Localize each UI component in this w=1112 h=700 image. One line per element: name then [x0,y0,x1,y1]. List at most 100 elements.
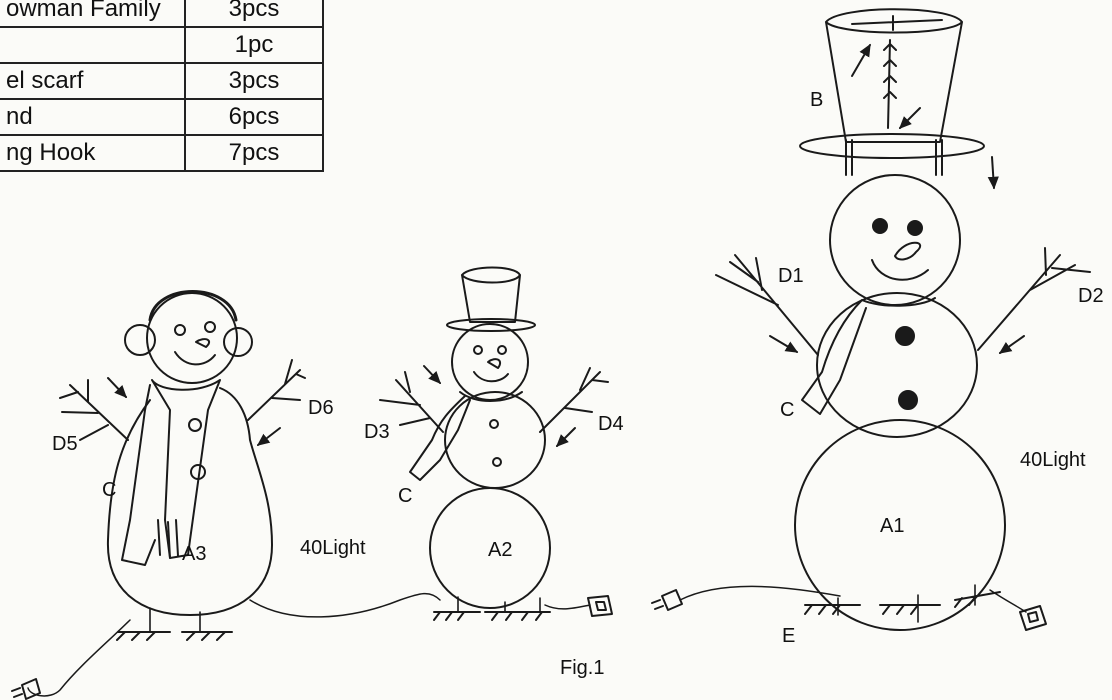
arrow-icon [770,336,799,352]
mouth [872,260,928,280]
button [493,458,501,466]
hat-brim-a2 [447,319,535,331]
mouth [175,352,215,364]
label-a2: A2 [488,539,513,561]
snowman-a2-middle [445,392,545,488]
cord-a3-a2 [250,594,440,617]
arrow-icon [108,378,126,399]
stake [458,597,540,612]
part-name: nd [0,98,186,136]
earmuff-band [150,292,236,321]
eye [175,325,185,335]
socket-a1 [1020,606,1046,630]
arrow-icon [987,157,999,190]
part-qty: 3pcs [184,0,324,28]
plug-a3 [12,679,40,699]
parts-table: owman Family 3pcs 1pc el scarf 3pcs nd 6… [0,0,324,172]
label-d2: D2 [1078,285,1104,307]
plug-a1 [652,590,682,610]
arrow-icon [557,428,575,446]
arm-d6 [248,360,305,420]
part-name: ng Hook [0,134,186,172]
arm-d4 [540,368,608,432]
scarf-fringe [158,520,178,558]
ground-a1 [805,592,1000,614]
part-qty: 1pc [184,26,324,64]
snowman-a2 [380,268,612,621]
cord-a2 [545,605,590,609]
ground-a2 [434,612,550,620]
label-d3: D3 [364,421,390,443]
earmuff-right [224,328,252,356]
label-40light-left: 40Light [300,537,366,559]
earmuff-left [125,325,155,355]
arm-d2 [978,248,1090,350]
nose [196,339,209,347]
label-d6: D6 [308,397,334,419]
table-row: owman Family 3pcs [0,0,324,28]
table-row: nd 6pcs [0,98,324,136]
snowman-a3 [12,292,440,700]
part-qty: 7pcs [184,134,324,172]
label-a3: A3 [182,543,207,565]
label-d1: D1 [778,265,804,287]
part-qty: 3pcs [184,62,324,100]
eye [205,322,215,332]
snowman-a1-middle [817,293,977,437]
arm-d3 [380,372,443,432]
label-a1: A1 [880,515,905,537]
button [191,465,205,479]
top-hat-a2 [462,268,520,323]
arm-d5 [60,380,128,440]
snowman-a2-head [452,324,528,400]
button [189,419,201,431]
cord-a1-right [990,590,1026,612]
part-name: el scarf [0,62,186,100]
eye [873,219,887,233]
nose [895,243,920,260]
label-d5: D5 [52,433,78,455]
table-row: el scarf 3pcs [0,62,324,100]
arrow-icon [900,108,920,128]
arrow-icon [998,336,1024,353]
top-hat-b [826,9,962,142]
snowman-a1 [652,9,1090,630]
cord-a1 [680,586,840,600]
hat-brim-b [800,134,984,158]
part-qty: 6pcs [184,98,324,136]
part-name: owman Family [0,0,186,28]
arrow-icon [256,428,280,445]
hat-sprig [884,40,896,128]
stake [150,608,200,632]
snowman-a3-body [108,388,272,615]
arrow-icon [424,366,440,385]
socket-a2 [588,596,612,616]
label-d4: D4 [598,413,624,435]
label-e: E [782,625,796,647]
snowman-a1-base [795,420,1005,630]
label-c-mid: C [398,485,413,507]
scarf-a1 [802,298,935,414]
stake [838,585,975,622]
mouth [474,372,508,381]
part-name [0,26,186,64]
ground-a3 [117,632,232,640]
eye [908,221,922,235]
table-row: ng Hook 7pcs [0,134,324,172]
arm-d1 [716,255,818,355]
snowman-a1-head [830,175,960,305]
button [490,420,498,428]
arrow-icon [852,43,870,76]
nose [488,359,500,368]
cord-a3 [28,620,130,696]
eye [474,346,482,354]
label-b: B [810,89,824,111]
label-c-right: C [780,399,795,421]
snowman-a3-head [147,293,237,383]
scarf-a2 [410,392,522,480]
label-c-left: C [102,479,117,501]
button [899,391,917,409]
label-40light-right: 40Light [1020,449,1086,471]
table-row: 1pc [0,26,324,64]
